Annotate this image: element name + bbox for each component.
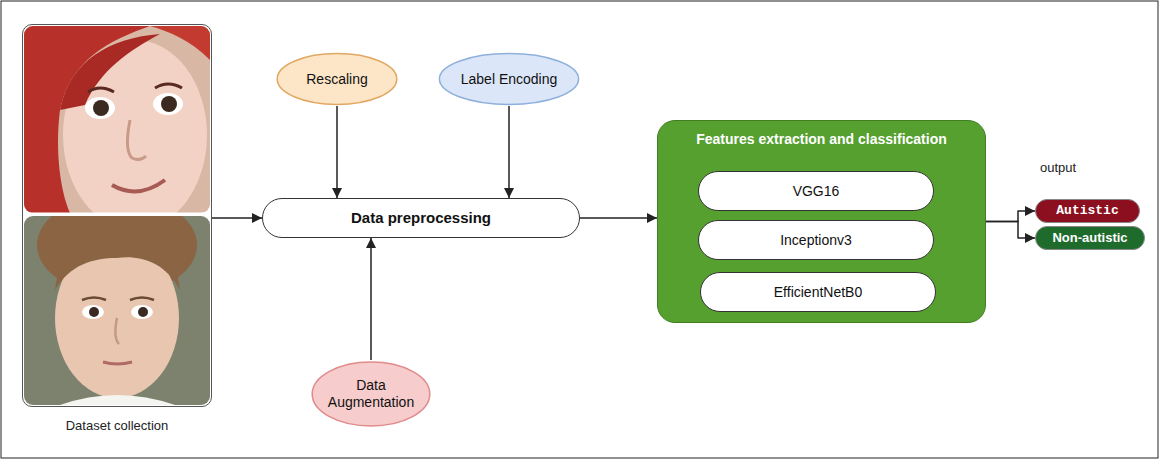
node-label: Rescaling	[306, 71, 367, 88]
node-label: Non-autistic	[1052, 230, 1127, 246]
arrow-connector	[986, 211, 1035, 222]
photo-divider	[22, 213, 212, 216]
arrow-connector	[336, 106, 338, 198]
process-box: Data preprocessing	[262, 198, 580, 238]
node-label: EfficientNetB0	[774, 284, 862, 301]
dataset-panel: Dataset collection	[22, 24, 212, 407]
ellipse-shape	[312, 362, 430, 426]
arrow-connector	[212, 217, 262, 219]
ellipse-shape	[277, 54, 397, 105]
model-box: Inceptionv3	[698, 220, 934, 260]
arrow-connector	[986, 222, 1035, 239]
process-ellipse: Label Encoding	[438, 52, 580, 106]
ellipse-shape	[439, 54, 578, 105]
output-tag: Non-autistic	[1035, 226, 1145, 250]
model-box: EfficientNetB0	[700, 272, 936, 312]
process-ellipse: Rescaling	[276, 52, 398, 106]
output-caption: output	[1040, 160, 1076, 175]
arrow-connector	[370, 238, 372, 360]
node-label: Data Augmentation	[323, 377, 419, 411]
face-photo	[24, 216, 210, 405]
node-label: Dataset collection	[13, 418, 221, 434]
model-group: Features extraction and classificationVG…	[657, 120, 986, 323]
node-label: Features extraction and classification	[658, 131, 985, 148]
node-label: Autistic	[1056, 203, 1118, 219]
face-photo	[24, 26, 210, 213]
node-label: Data preprocessing	[351, 209, 491, 227]
model-box: VGG16	[698, 171, 934, 211]
process-ellipse: Data Augmentation	[311, 360, 431, 428]
node-label: Inceptionv3	[780, 232, 852, 249]
node-label: Label Encoding	[461, 71, 558, 88]
arrow-connector	[580, 217, 657, 219]
node-label: VGG16	[793, 183, 840, 200]
arrow-connector	[508, 106, 510, 198]
output-tag: Autistic	[1035, 199, 1140, 223]
